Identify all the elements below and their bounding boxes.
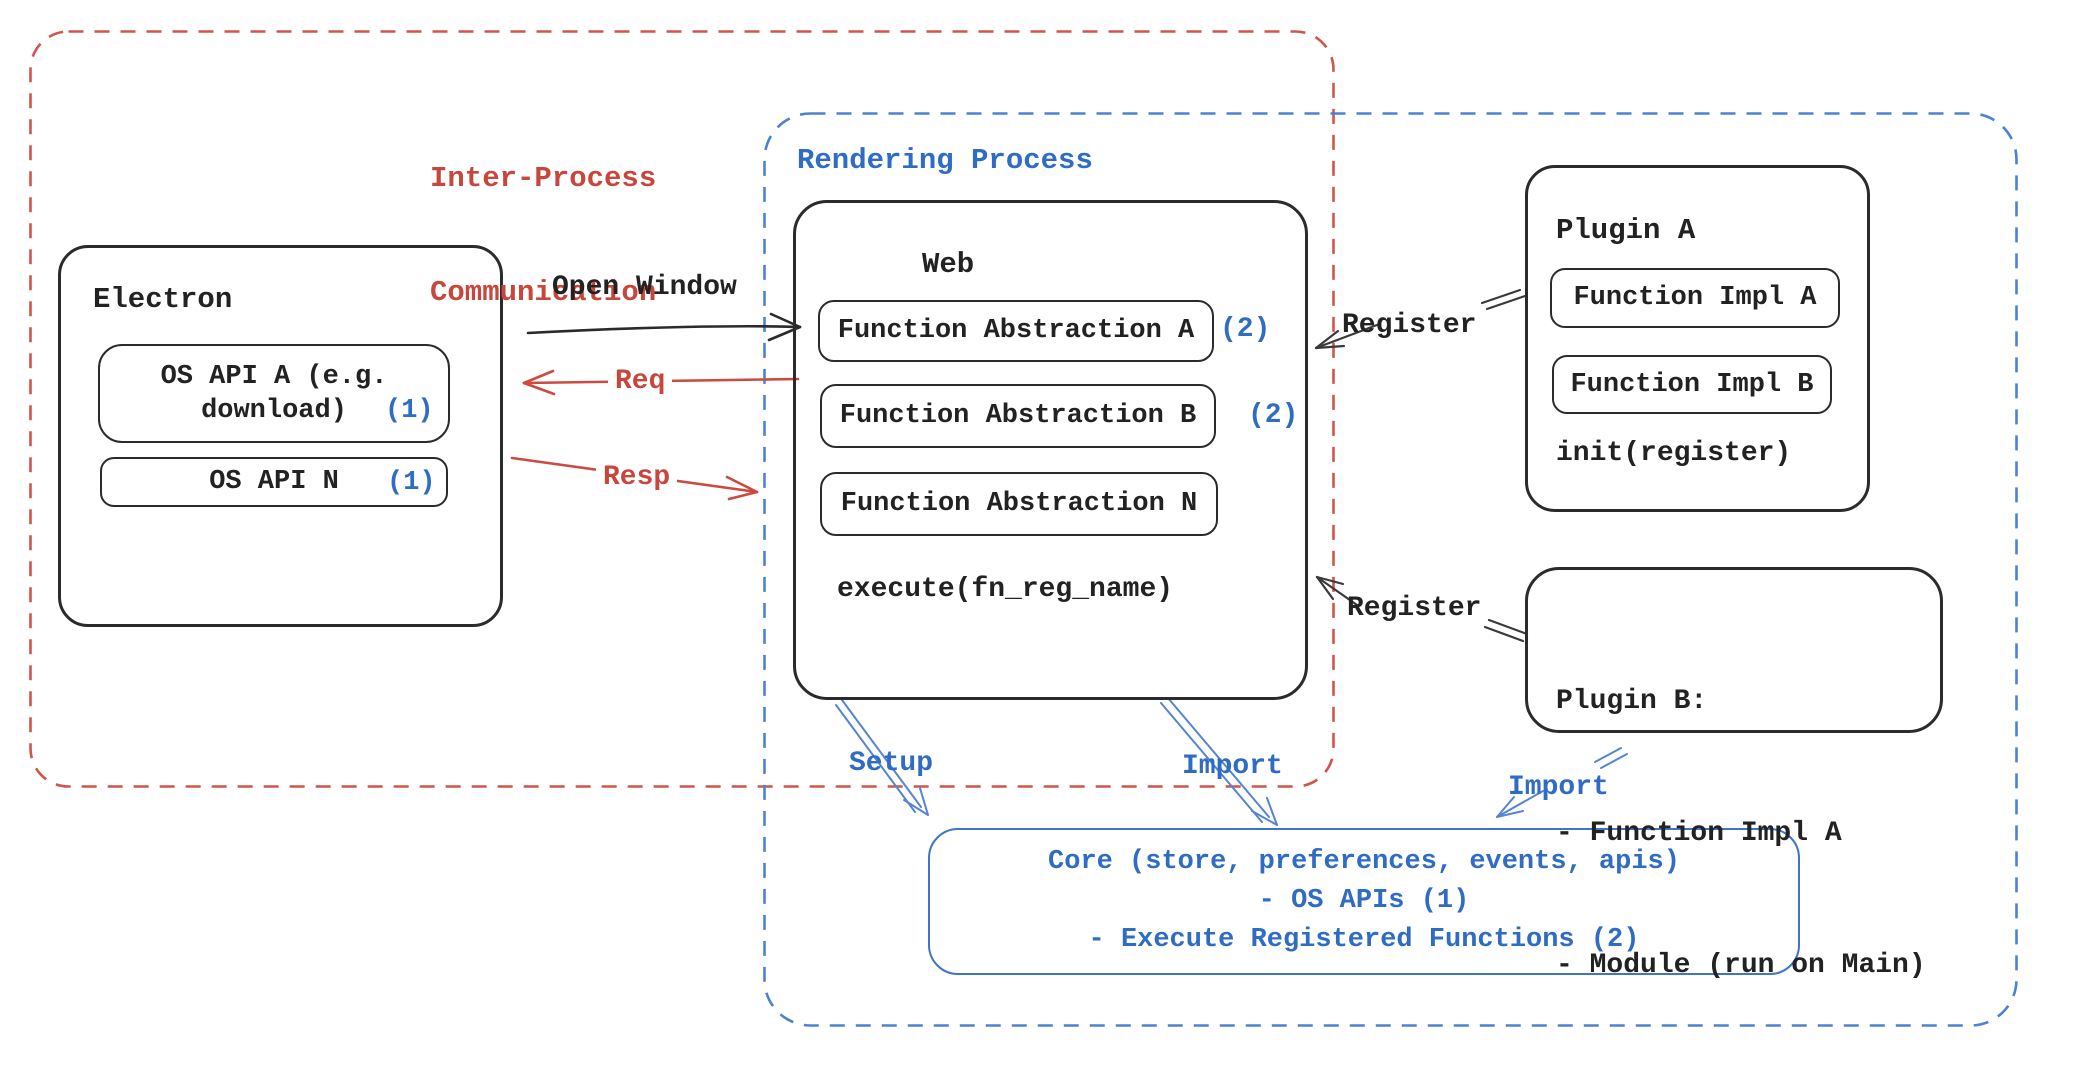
function-impl-a-node: Function Impl A bbox=[1550, 268, 1840, 328]
function-abstraction-a-label: Function Abstraction A bbox=[837, 316, 1195, 346]
web-title: Web bbox=[922, 248, 975, 281]
register-top-label: Register bbox=[1342, 310, 1477, 341]
import-web-label: Import bbox=[1182, 751, 1283, 782]
register-bottom-label: Register bbox=[1347, 593, 1482, 624]
function-abstraction-a-badge: (2) bbox=[1220, 314, 1271, 345]
ipc-label: Inter-Process Communication bbox=[430, 84, 656, 388]
req-label: Req bbox=[608, 366, 673, 397]
os-api-a-line2: download) bbox=[201, 395, 347, 426]
os-api-n-label: OS API N bbox=[209, 467, 339, 497]
ipc-label-line1: Inter-Process bbox=[430, 162, 657, 195]
function-impl-a-label: Function Impl A bbox=[1573, 283, 1817, 313]
open-window-label: Open Window bbox=[552, 272, 737, 303]
core-line2: - OS APIs (1) bbox=[1258, 886, 1470, 916]
plugin-b-line2: - Function Impl A bbox=[1556, 818, 1842, 849]
import-plugin-label: Import bbox=[1508, 772, 1609, 803]
function-abstraction-a-node: Function Abstraction A bbox=[818, 300, 1214, 362]
plugin-a-title: Plugin A bbox=[1556, 214, 1696, 247]
function-abstraction-n-node: Function Abstraction N bbox=[820, 472, 1218, 536]
os-api-a-line1: OS API A (e.g. bbox=[160, 361, 388, 392]
os-api-n-badge: (1) bbox=[387, 468, 436, 498]
function-abstraction-b-label: Function Abstraction B bbox=[839, 401, 1197, 431]
os-api-a-node: OS API A (e.g. download) bbox=[98, 344, 450, 443]
electron-title: Electron bbox=[93, 283, 233, 316]
os-api-a-badge: (1) bbox=[385, 396, 434, 426]
execute-label: execute(fn_reg_name) bbox=[837, 574, 1174, 605]
web-node bbox=[793, 200, 1308, 700]
plugin-b-text: Plugin B: - Function Impl A - Module (ru… bbox=[1556, 592, 1926, 1066]
function-abstraction-n-label: Function Abstraction N bbox=[840, 489, 1198, 519]
plugin-b-line1: Plugin B: bbox=[1556, 686, 1708, 717]
plugin-b-line3: - Module (run on Main) bbox=[1556, 950, 1926, 981]
setup-label: Setup bbox=[849, 748, 934, 779]
resp-label: Resp bbox=[596, 462, 678, 493]
init-register-label: init(register) bbox=[1556, 438, 1792, 469]
function-abstraction-b-badge: (2) bbox=[1248, 400, 1299, 431]
function-impl-b-label: Function Impl B bbox=[1570, 369, 1814, 400]
function-abstraction-b-node: Function Abstraction B bbox=[820, 384, 1216, 448]
function-impl-b-node: Function Impl B bbox=[1552, 355, 1832, 414]
rendering-process-label: Rendering Process bbox=[797, 144, 1093, 177]
